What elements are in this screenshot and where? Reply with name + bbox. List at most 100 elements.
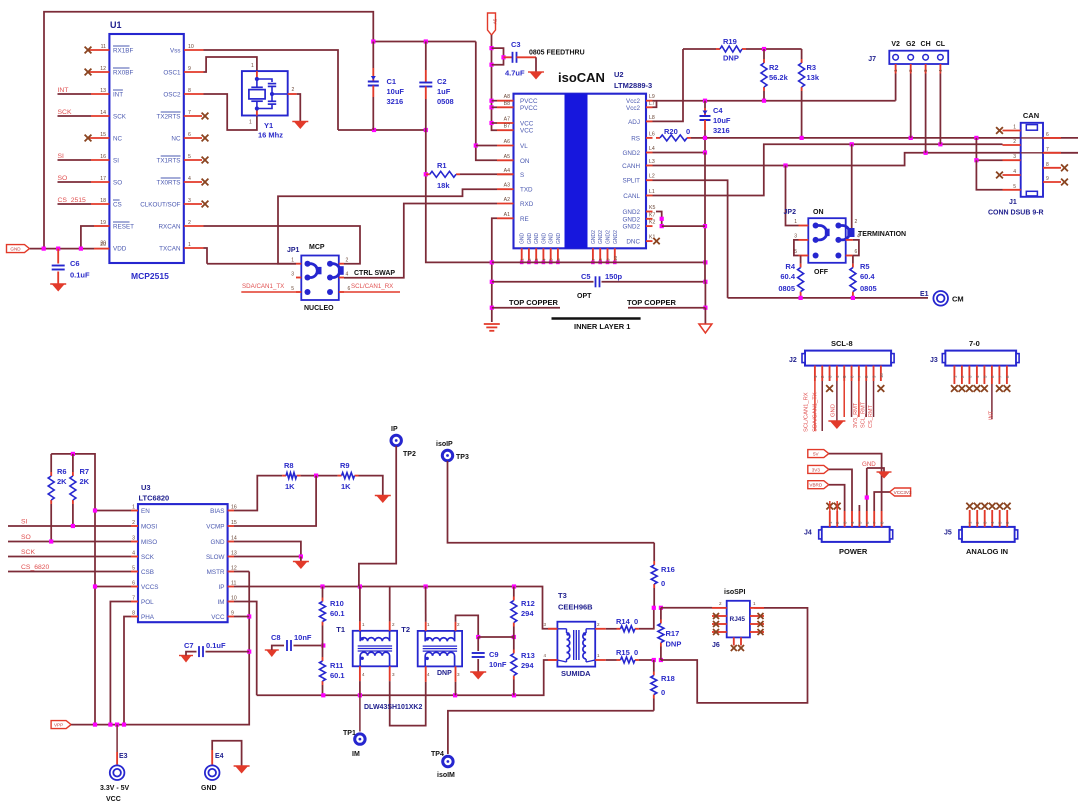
svg-text:JP1: JP1 bbox=[287, 247, 300, 254]
svg-text:GND2: GND2 bbox=[591, 230, 597, 244]
svg-text:GND: GND bbox=[549, 233, 555, 245]
svg-text:K7: K7 bbox=[649, 212, 655, 218]
svg-text:R2: R2 bbox=[769, 63, 779, 72]
svg-text:3.3V - 5V: 3.3V - 5V bbox=[100, 785, 130, 792]
svg-text:GND: GND bbox=[831, 404, 837, 417]
svg-text:GND: GND bbox=[10, 247, 21, 252]
svg-text:5: 5 bbox=[549, 258, 554, 261]
svg-text:L9: L9 bbox=[649, 94, 655, 100]
svg-text:GND: GND bbox=[541, 233, 547, 245]
svg-text:MCP2515: MCP2515 bbox=[131, 271, 169, 281]
svg-text:E3: E3 bbox=[119, 753, 128, 760]
svg-text:150p: 150p bbox=[605, 272, 623, 281]
svg-text:6: 6 bbox=[348, 286, 351, 292]
svg-text:GND2: GND2 bbox=[623, 216, 641, 223]
svg-text:GND: GND bbox=[520, 233, 526, 245]
svg-text:SCK: SCK bbox=[141, 554, 155, 561]
svg-text:VCC: VCC bbox=[106, 796, 121, 803]
svg-text:4.7uF: 4.7uF bbox=[505, 69, 525, 78]
svg-text:1: 1 bbox=[794, 219, 797, 225]
svg-text:SUMIDA: SUMIDA bbox=[561, 669, 591, 678]
svg-text:C7: C7 bbox=[184, 641, 194, 650]
svg-text:L8: L8 bbox=[649, 115, 655, 121]
svg-text:R3: R3 bbox=[807, 63, 817, 72]
svg-text:C5: C5 bbox=[581, 272, 591, 281]
svg-text:Vcc2: Vcc2 bbox=[626, 98, 640, 105]
svg-text:13: 13 bbox=[100, 88, 106, 94]
svg-text:OSC2: OSC2 bbox=[163, 92, 181, 99]
svg-text:7: 7 bbox=[132, 596, 135, 602]
svg-text:LTC6820: LTC6820 bbox=[139, 494, 170, 503]
svg-text:18: 18 bbox=[100, 198, 106, 204]
svg-text:60.4: 60.4 bbox=[860, 272, 875, 281]
svg-text:A1: A1 bbox=[504, 212, 510, 218]
svg-text:4: 4 bbox=[427, 672, 430, 677]
svg-text:VL: VL bbox=[520, 143, 528, 150]
svg-text:L4: L4 bbox=[649, 146, 655, 152]
svg-text:3: 3 bbox=[828, 375, 833, 378]
svg-text:K5: K5 bbox=[649, 205, 655, 211]
svg-text:U3: U3 bbox=[141, 483, 151, 492]
svg-text:4: 4 bbox=[1013, 169, 1016, 175]
svg-text:E1: E1 bbox=[920, 291, 929, 298]
svg-text:3: 3 bbox=[543, 622, 546, 627]
svg-text:J7: J7 bbox=[868, 56, 876, 63]
svg-text:isoIM: isoIM bbox=[437, 772, 455, 779]
svg-text:isoCAN: isoCAN bbox=[558, 70, 605, 85]
svg-text:2: 2 bbox=[292, 87, 295, 93]
svg-text:VDD: VDD bbox=[113, 246, 127, 253]
svg-text:ANALOG IN: ANALOG IN bbox=[966, 547, 1008, 556]
svg-text:3: 3 bbox=[457, 672, 460, 677]
svg-text:ON: ON bbox=[520, 158, 530, 165]
svg-text:3: 3 bbox=[132, 536, 135, 542]
svg-text:3: 3 bbox=[794, 234, 797, 240]
svg-text:B8: B8 bbox=[504, 101, 510, 107]
svg-text:L2: L2 bbox=[649, 174, 655, 180]
svg-text:CS: CS bbox=[113, 202, 122, 209]
svg-text:GND2: GND2 bbox=[613, 230, 619, 244]
svg-text:16 Mhz: 16 Mhz bbox=[258, 131, 283, 140]
svg-text:NC: NC bbox=[113, 136, 123, 143]
svg-text:DNP: DNP bbox=[723, 54, 739, 63]
svg-text:1: 1 bbox=[520, 258, 525, 261]
svg-text:TP3: TP3 bbox=[456, 454, 469, 461]
svg-text:8: 8 bbox=[1046, 162, 1049, 168]
svg-text:SO: SO bbox=[113, 180, 122, 187]
svg-text:7: 7 bbox=[872, 521, 877, 524]
svg-text:15: 15 bbox=[231, 520, 237, 526]
svg-text:10nF: 10nF bbox=[489, 660, 507, 669]
svg-text:15: 15 bbox=[100, 132, 106, 138]
svg-text:12: 12 bbox=[231, 566, 237, 572]
svg-text:0: 0 bbox=[661, 688, 665, 697]
svg-text:3: 3 bbox=[843, 521, 848, 524]
svg-text:U1: U1 bbox=[110, 20, 122, 30]
svg-text:294: 294 bbox=[521, 609, 534, 618]
svg-text:Y1: Y1 bbox=[264, 121, 273, 130]
svg-text:5: 5 bbox=[857, 521, 862, 524]
svg-text:2: 2 bbox=[975, 521, 980, 524]
svg-text:JP2: JP2 bbox=[784, 209, 797, 216]
svg-text:3: 3 bbox=[392, 672, 395, 677]
svg-text:A8: A8 bbox=[504, 94, 510, 100]
svg-text:0508: 0508 bbox=[437, 97, 454, 106]
svg-text:3: 3 bbox=[534, 258, 539, 261]
svg-text:U2: U2 bbox=[614, 70, 624, 79]
svg-text:R16: R16 bbox=[661, 565, 675, 574]
svg-text:CANH: CANH bbox=[622, 163, 640, 170]
svg-text:6: 6 bbox=[855, 249, 858, 255]
svg-text:1: 1 bbox=[893, 69, 898, 72]
svg-text:4: 4 bbox=[541, 258, 546, 261]
svg-text:INT: INT bbox=[989, 410, 995, 420]
svg-text:R12: R12 bbox=[521, 599, 535, 608]
svg-text:2: 2 bbox=[835, 521, 840, 524]
svg-text:5: 5 bbox=[842, 375, 847, 378]
svg-text:7: 7 bbox=[591, 258, 596, 261]
svg-text:2: 2 bbox=[1013, 139, 1016, 145]
svg-text:A6: A6 bbox=[504, 139, 510, 145]
svg-text:3216: 3216 bbox=[387, 97, 404, 106]
svg-text:IP: IP bbox=[391, 426, 398, 433]
svg-text:5: 5 bbox=[132, 566, 135, 572]
svg-text:PVCC: PVCC bbox=[520, 98, 538, 105]
svg-text:L6: L6 bbox=[649, 131, 655, 137]
svg-text:8: 8 bbox=[864, 375, 869, 378]
